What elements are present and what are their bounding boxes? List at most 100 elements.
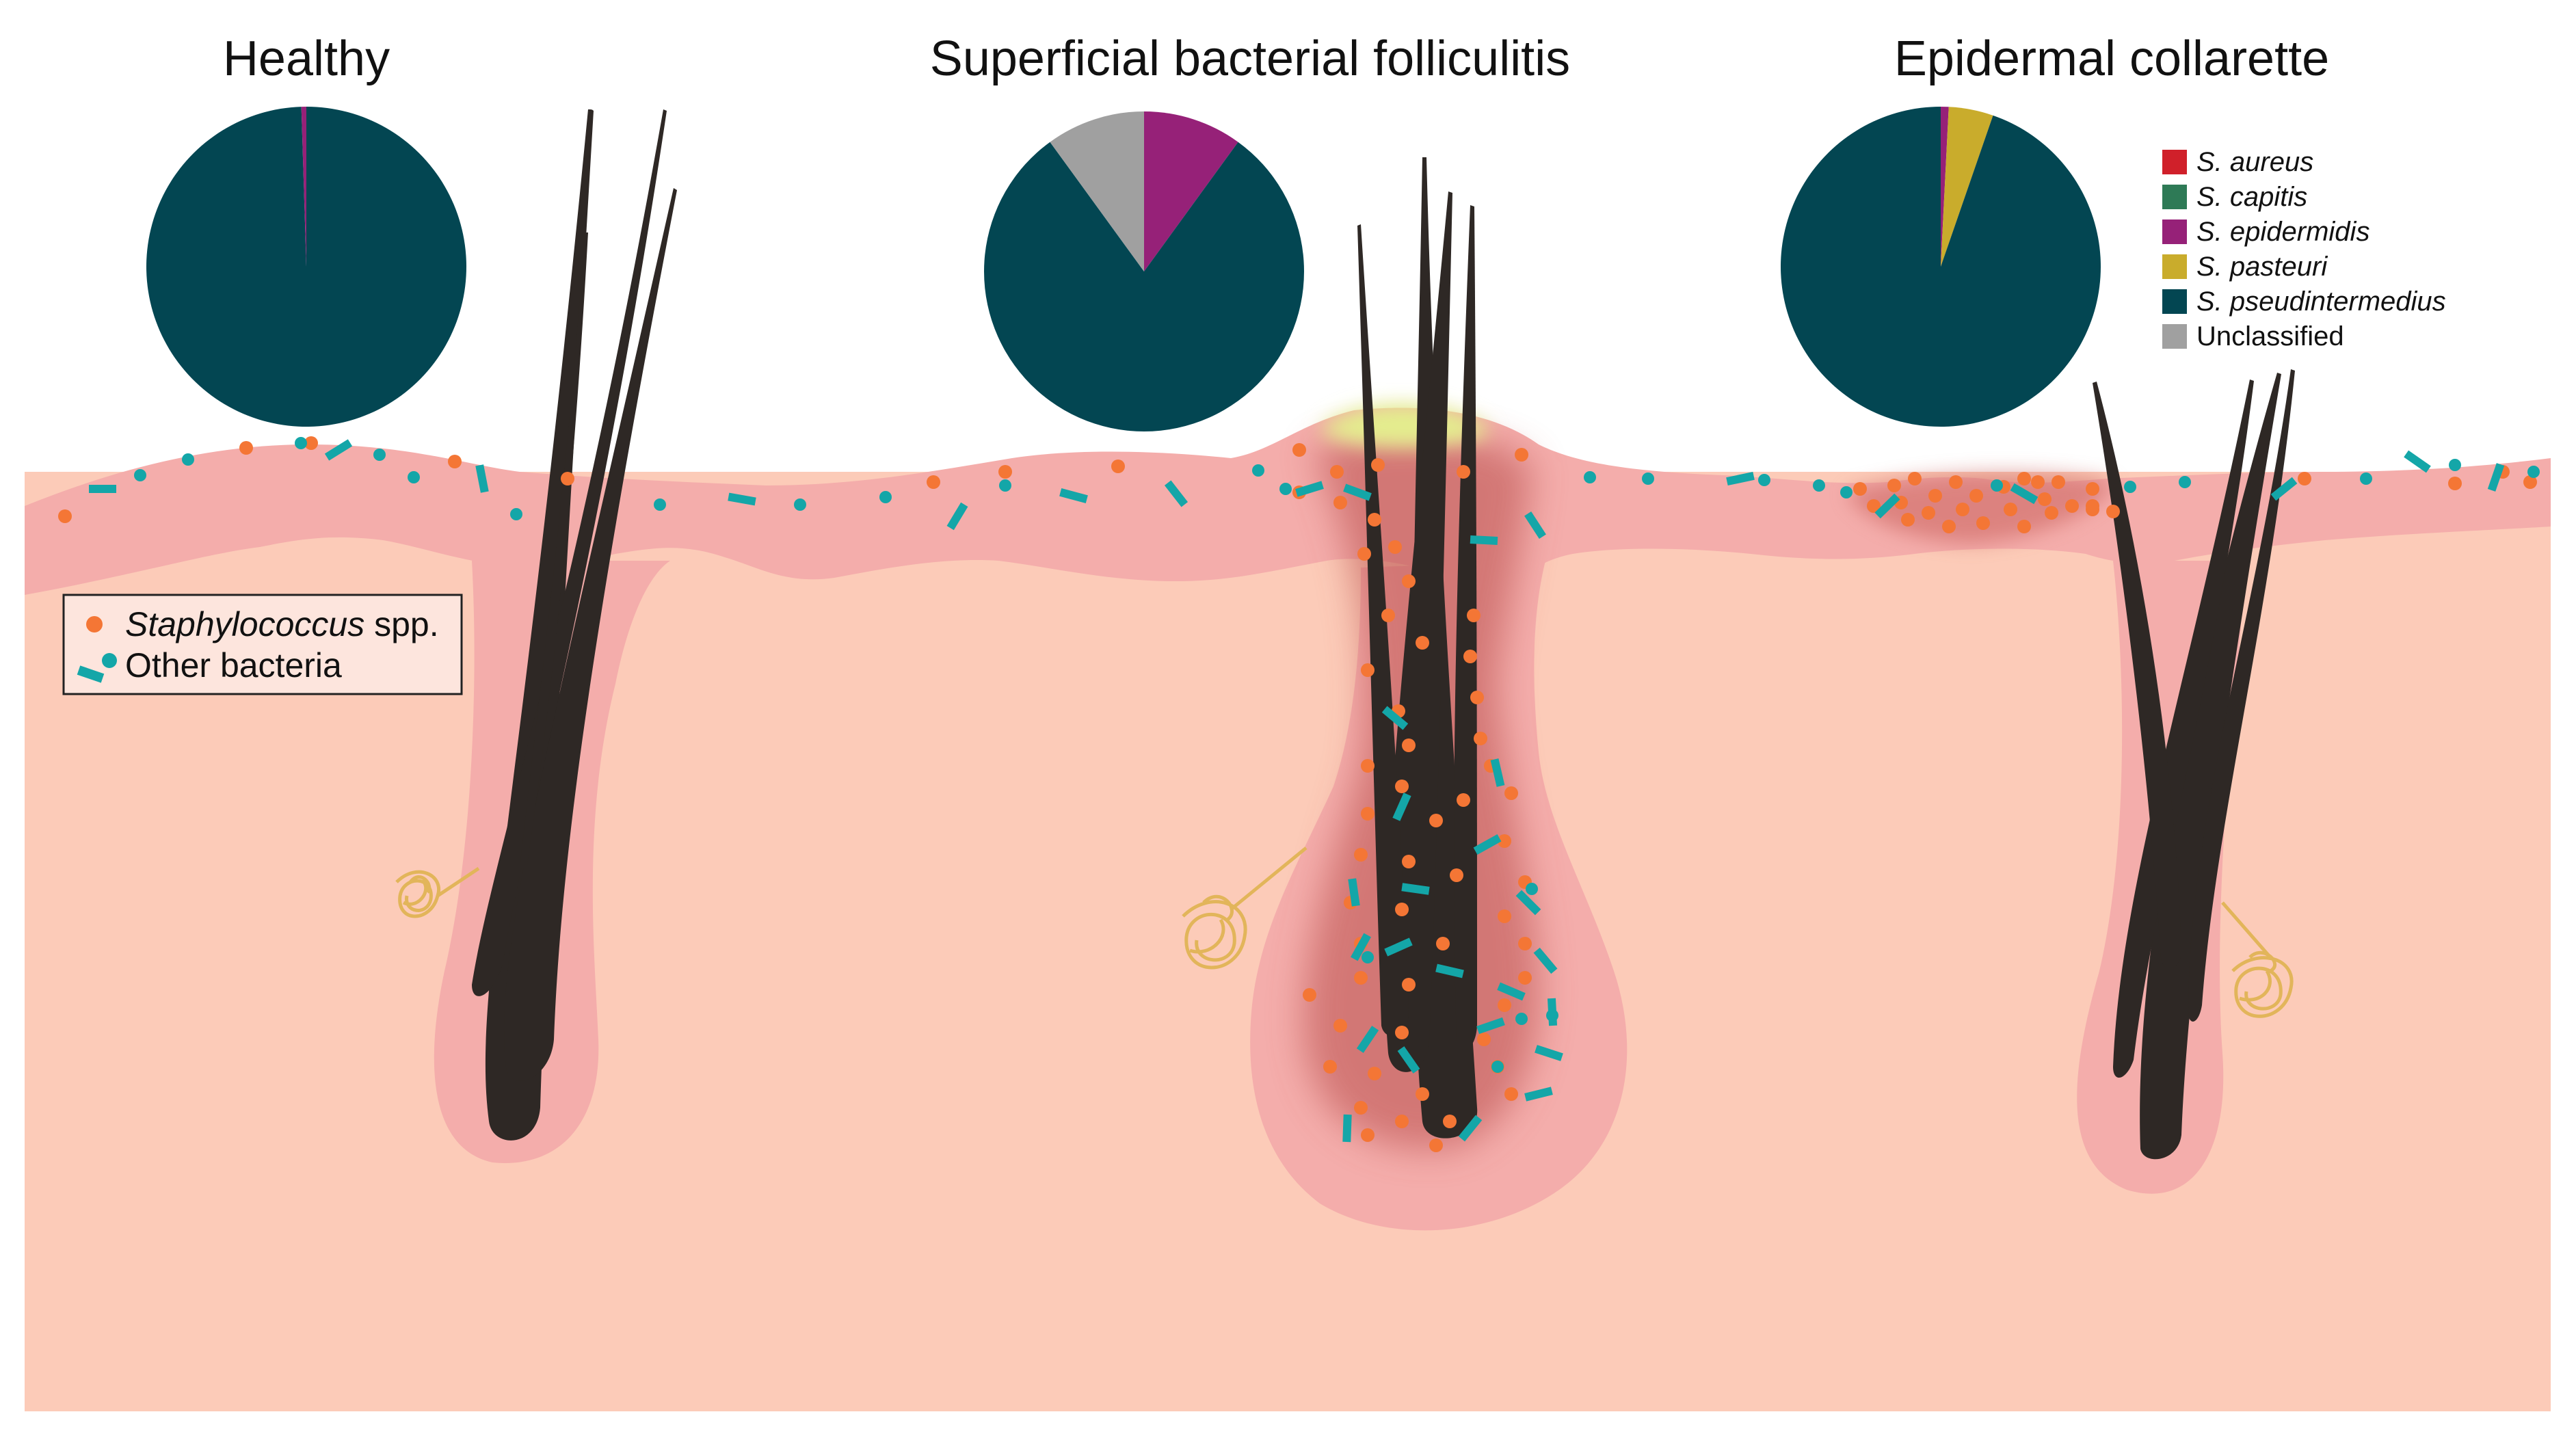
hair-shaft: [2093, 382, 2181, 969]
staphylococcus-cells: [58, 436, 2537, 1152]
pie-slice-s-pseudintermedius: [1780, 107, 2101, 427]
bacteria-key: Staphylococcus spp. Other bacteria: [62, 594, 463, 695]
staphylococcus-cell: [1292, 443, 1306, 457]
other-bacterium: [1348, 878, 1360, 907]
staphylococcus-cell: [1371, 458, 1385, 472]
other-bacterium: [654, 498, 666, 511]
staphylococcus-cell: [1330, 465, 1344, 479]
staphylococcus-cell: [1969, 489, 1983, 503]
bacteria-key-box: [62, 594, 463, 695]
staphylococcus-cell: [2017, 472, 2031, 485]
staphylococcus-cell: [1361, 759, 1375, 773]
staphylococcus-cell: [1333, 1019, 1347, 1033]
staphylococcus-cell: [1436, 937, 1450, 950]
other-bacterium: [1342, 1114, 1352, 1143]
staphylococcus-cell: [1467, 609, 1480, 622]
other-bacterium: [1991, 479, 2003, 492]
other-bacterium: [1491, 1061, 1504, 1073]
staphylococcus-cell: [1354, 1101, 1368, 1115]
other-bacterium: [1252, 464, 1264, 477]
staphylococcus-cell: [1361, 807, 1375, 821]
other-bacterium: [1397, 1046, 1420, 1074]
hair-shaft: [1385, 191, 1452, 1072]
other-bacterium: [1515, 890, 1541, 916]
other-bacterium: [1813, 479, 1825, 492]
other-bacterium: [1164, 480, 1189, 507]
staphylococcus-key-label: Staphylococcus spp.: [125, 605, 439, 643]
staphylococcus-cell: [1416, 636, 1429, 650]
staphylococcus-cell: [1908, 472, 1922, 485]
staphylococcus-cell: [1354, 971, 1368, 985]
staphylococcus-cell: [1457, 465, 1470, 479]
staphylococcus-cell: [1395, 1115, 1409, 1128]
staphylococcus-cell: [1928, 489, 1942, 503]
legend-label-epidermidis: S. epidermidis: [2196, 217, 2369, 247]
legend-swatch-pseudintermedius: [2162, 289, 2187, 314]
other-bacterium: [1642, 472, 1654, 485]
staphylococcus-cell: [1887, 479, 1901, 492]
staphylococcus-cell: [1443, 1115, 1457, 1128]
sebaceous-gland: [1182, 894, 1247, 970]
pie-slice-s-epidermidis: [301, 107, 306, 267]
sebaceous-gland: [395, 870, 441, 918]
other-bacterium: [1476, 1017, 1505, 1035]
pie-chart-folliculitis: [984, 111, 1304, 432]
staphylococcus-cell: [1477, 1033, 1491, 1046]
other-bacterium: [1874, 493, 1900, 519]
other-bacteria-key-symbol-rod: [77, 665, 105, 683]
staphylococcus-cell: [1368, 513, 1381, 527]
pie-slice-s-epidermidis: [1941, 107, 1949, 267]
staphylococcus-cell: [2031, 475, 2045, 489]
other-bacterium: [1840, 486, 1853, 498]
other-bacterium: [324, 439, 353, 461]
staphylococcus-cell: [2448, 477, 2462, 490]
other-bacterium: [1535, 1045, 1563, 1061]
other-bacterium: [1458, 1115, 1483, 1142]
hair-shaft: [2188, 369, 2295, 1022]
legend-swatch-capitis: [2162, 185, 2187, 209]
pie-chart-collarette: [1780, 107, 2101, 427]
hair-shaft: [2113, 380, 2254, 1078]
other-bacterium: [2010, 483, 2039, 505]
other-bacterium: [2449, 459, 2461, 471]
staphylococcus-cell: [1498, 998, 1511, 1012]
pie-slice-s-pasteuri: [1941, 107, 1993, 267]
staphylococcus-cell: [2106, 505, 2120, 518]
legend-swatch-unclassified: [2162, 324, 2187, 349]
staphylococcus-cell: [1504, 786, 1518, 800]
sebaceous-duct: [436, 866, 480, 898]
staphylococcus-cell: [2004, 503, 2017, 516]
other-bacteria-cells: [89, 437, 2540, 1143]
staphylococcus-cell: [1429, 1139, 1443, 1152]
panel-title-folliculitis: Superficial bacterial folliculitis: [930, 31, 1570, 86]
sebaceous-gland: [2231, 950, 2294, 1018]
legend-label-unclassified: Unclassified: [2196, 321, 2344, 351]
staphylococcus-cell: [1463, 650, 1477, 663]
hair-shaft: [520, 232, 588, 868]
other-bacterium: [1295, 481, 1324, 497]
other-bacterium: [1384, 937, 1413, 957]
other-bacterium: [408, 471, 420, 483]
panel-title-healthy: Healthy: [223, 31, 390, 86]
staphylococcus-cell: [1474, 732, 1487, 745]
other-bacterium: [1515, 1013, 1528, 1025]
other-bacteria-key-label: Other bacteria: [125, 646, 342, 684]
other-bacterium: [999, 479, 1011, 492]
staphylococcus-cell: [1457, 793, 1470, 807]
other-bacterium: [1584, 471, 1596, 483]
pie-slice-s-epidermidis: [1144, 111, 1238, 271]
staphylococcus-cell: [1922, 506, 1935, 520]
other-bacterium: [1351, 933, 1371, 961]
staphylococcus-cell: [1949, 475, 1963, 489]
staphylococcus-cell: [1395, 780, 1409, 793]
other-bacterium: [373, 449, 386, 461]
staphylococcus-cell: [1333, 496, 1347, 509]
other-bacterium: [1435, 963, 1464, 978]
other-bacterium: [2527, 466, 2540, 478]
legend-label-pasteuri: S. pasteuri: [2196, 252, 2328, 282]
staphylococcus-cell: [1956, 503, 1969, 516]
other-bacterium: [1524, 1087, 1553, 1102]
other-bacterium: [2124, 481, 2136, 493]
staphylococcus-cell: [2065, 499, 2079, 513]
legend-label-capitis: S. capitis: [2196, 182, 2307, 212]
